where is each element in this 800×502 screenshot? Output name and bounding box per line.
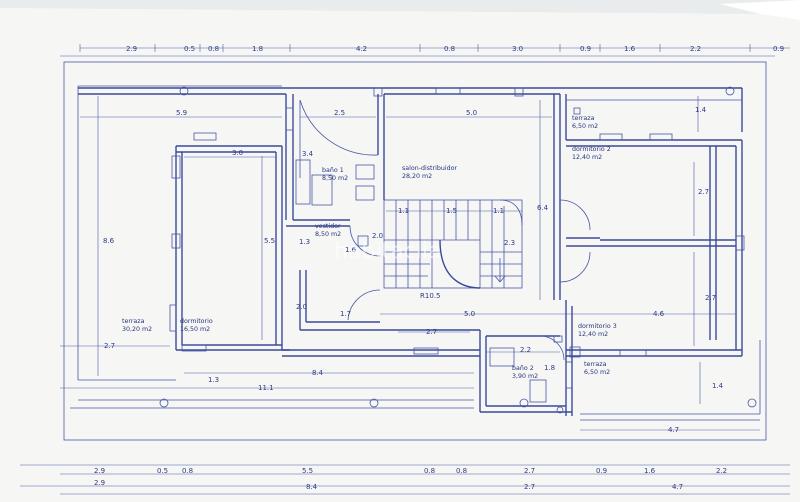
- dim-1-4-top: 1.4: [695, 106, 707, 114]
- dim-4-6: 4.6: [653, 310, 665, 318]
- dim-5-0-top: 5.0: [466, 109, 477, 117]
- dim-bottom1-3: 0.8: [182, 467, 193, 475]
- dim-2-7-right-b: 2.7: [705, 294, 716, 302]
- room-terraza-nw-name: terraza: [572, 115, 595, 122]
- dim-1-1b: 1.1: [493, 207, 504, 215]
- dim-2-0b: 2.0: [296, 303, 307, 311]
- dim-5-5: 5.5: [264, 237, 275, 245]
- door-arc-dorm3: [559, 251, 591, 283]
- room-bano1-area: 8,50 m2: [322, 175, 348, 182]
- dim-2-0: 2.0: [372, 232, 383, 240]
- room-bano2-name: baño 2: [512, 365, 534, 372]
- walls: [70, 86, 761, 421]
- dim-1-3-b: 1.3: [208, 376, 219, 384]
- room-bano1-name: baño 1: [322, 167, 344, 174]
- dim-1-4-b: 1.4: [712, 382, 724, 390]
- room-dorm3-name: dormitorio 3: [578, 323, 617, 330]
- dim-1-6: 1.6: [345, 246, 357, 254]
- room-bano2-area: 3,90 m2: [512, 373, 538, 380]
- dim-top-11: 0.9: [773, 45, 784, 53]
- watermark: habitaclia: [334, 239, 441, 264]
- top-dimension-chain: [60, 44, 790, 57]
- dim-bottom1-9: 1.6: [644, 467, 656, 475]
- dim-bottom1-1: 2.9: [94, 467, 105, 475]
- dim-2-5: 2.5: [334, 109, 345, 117]
- room-salon-area: 28,20 m2: [402, 173, 432, 180]
- room-terraza-w-area: 30,20 m2: [122, 326, 152, 333]
- dim-5-0-mid: 5.0: [464, 310, 475, 318]
- dim-bottom2-1: 2.9: [94, 479, 105, 487]
- dim-1-7: 1.7: [340, 310, 351, 318]
- staircase: [383, 199, 523, 289]
- room-dorm3-area: 12,40 m2: [578, 331, 608, 338]
- dim-6-4: 6.4: [537, 204, 549, 212]
- room-terraza-nw-area: 6,50 m2: [572, 123, 598, 130]
- dim-8-4: 8.4: [312, 369, 324, 377]
- paper-corner: [720, 0, 800, 20]
- dim-2-2: 2.2: [520, 346, 531, 354]
- room-salon-name: salon-distribuidor: [402, 165, 457, 172]
- dim-top-7: 3.0: [512, 45, 523, 53]
- room-labels: terraza 6,50 m2 dormitorio 2 12,40 m2 ba…: [122, 115, 617, 380]
- dim-top-1: 2.9: [126, 45, 137, 53]
- room-terraza-se-area: 6,50 m2: [584, 369, 610, 376]
- door-arc-dormitorio: [347, 289, 381, 321]
- dim-top-10: 2.2: [690, 45, 701, 53]
- room-terraza-w-name: terraza: [122, 318, 145, 325]
- dim-top-2: 0.5: [184, 45, 195, 53]
- dim-2-7-left: 2.7: [104, 342, 115, 350]
- room-dorm1-name: dormitorio: [180, 318, 213, 325]
- outer-frame: [63, 61, 767, 441]
- paper-sheet: [0, 8, 800, 502]
- dim-5-9: 5.9: [176, 109, 187, 117]
- room-dorm1-area: 16,50 m2: [180, 326, 210, 333]
- dim-bottom1-7: 2.7: [524, 467, 535, 475]
- room-dorm2-name: dormitorio 2: [572, 146, 611, 153]
- dim-1-5: 1.5: [446, 207, 457, 215]
- dim-top-6: 0.8: [444, 45, 455, 53]
- door-arc-bano: [299, 99, 379, 156]
- dim-2-7-right-a: 2.7: [698, 188, 709, 196]
- dim-top-4: 1.8: [252, 45, 263, 53]
- dim-2-7-mid: 2.7: [426, 328, 437, 336]
- room-vestidor-name: vestidor: [315, 223, 341, 230]
- dim-bottom1-2: 0.5: [157, 467, 168, 475]
- dim-1-1a: 1.1: [398, 207, 409, 215]
- dim-3-4: 3.4: [302, 150, 314, 158]
- room-vestidor-area: 8,50 m2: [315, 231, 341, 238]
- door-arc-vestidor: [349, 225, 381, 257]
- dim-bottom1-4: 5.5: [302, 467, 313, 475]
- dim-bottom2-2: 8.4: [306, 483, 318, 491]
- dim-bottom1-6: 0.8: [456, 467, 467, 475]
- dim-r10-5: R10.5: [420, 292, 440, 300]
- bottom-dimension-chains: [20, 464, 790, 495]
- dim-top-5: 4.2: [356, 45, 367, 53]
- dim-bottom1-5: 0.8: [424, 467, 435, 475]
- dim-8-6: 8.6: [103, 237, 115, 245]
- door-arc-dorm2: [559, 199, 591, 231]
- dim-1-3: 1.3: [299, 238, 310, 246]
- dim-bottom2-3: 2.7: [524, 483, 535, 491]
- dim-top-9: 1.6: [624, 45, 636, 53]
- dim-4-7: 4.7: [668, 426, 679, 434]
- dim-1-8: 1.8: [544, 364, 555, 372]
- dim-3-0: 3.0: [232, 149, 243, 157]
- room-terraza-se-name: terraza: [584, 361, 607, 368]
- dim-2-3: 2.3: [504, 239, 515, 247]
- dim-11-1: 11.1: [258, 384, 274, 392]
- dim-top-8: 0.9: [580, 45, 591, 53]
- interior-dimension-lines: [60, 96, 760, 431]
- dim-bottom2-4: 4.7: [672, 483, 683, 491]
- dim-top-3: 0.8: [208, 45, 219, 53]
- dim-bottom1-10: 2.2: [716, 467, 727, 475]
- room-dorm2-area: 12,40 m2: [572, 154, 602, 161]
- dim-bottom1-8: 0.9: [596, 467, 607, 475]
